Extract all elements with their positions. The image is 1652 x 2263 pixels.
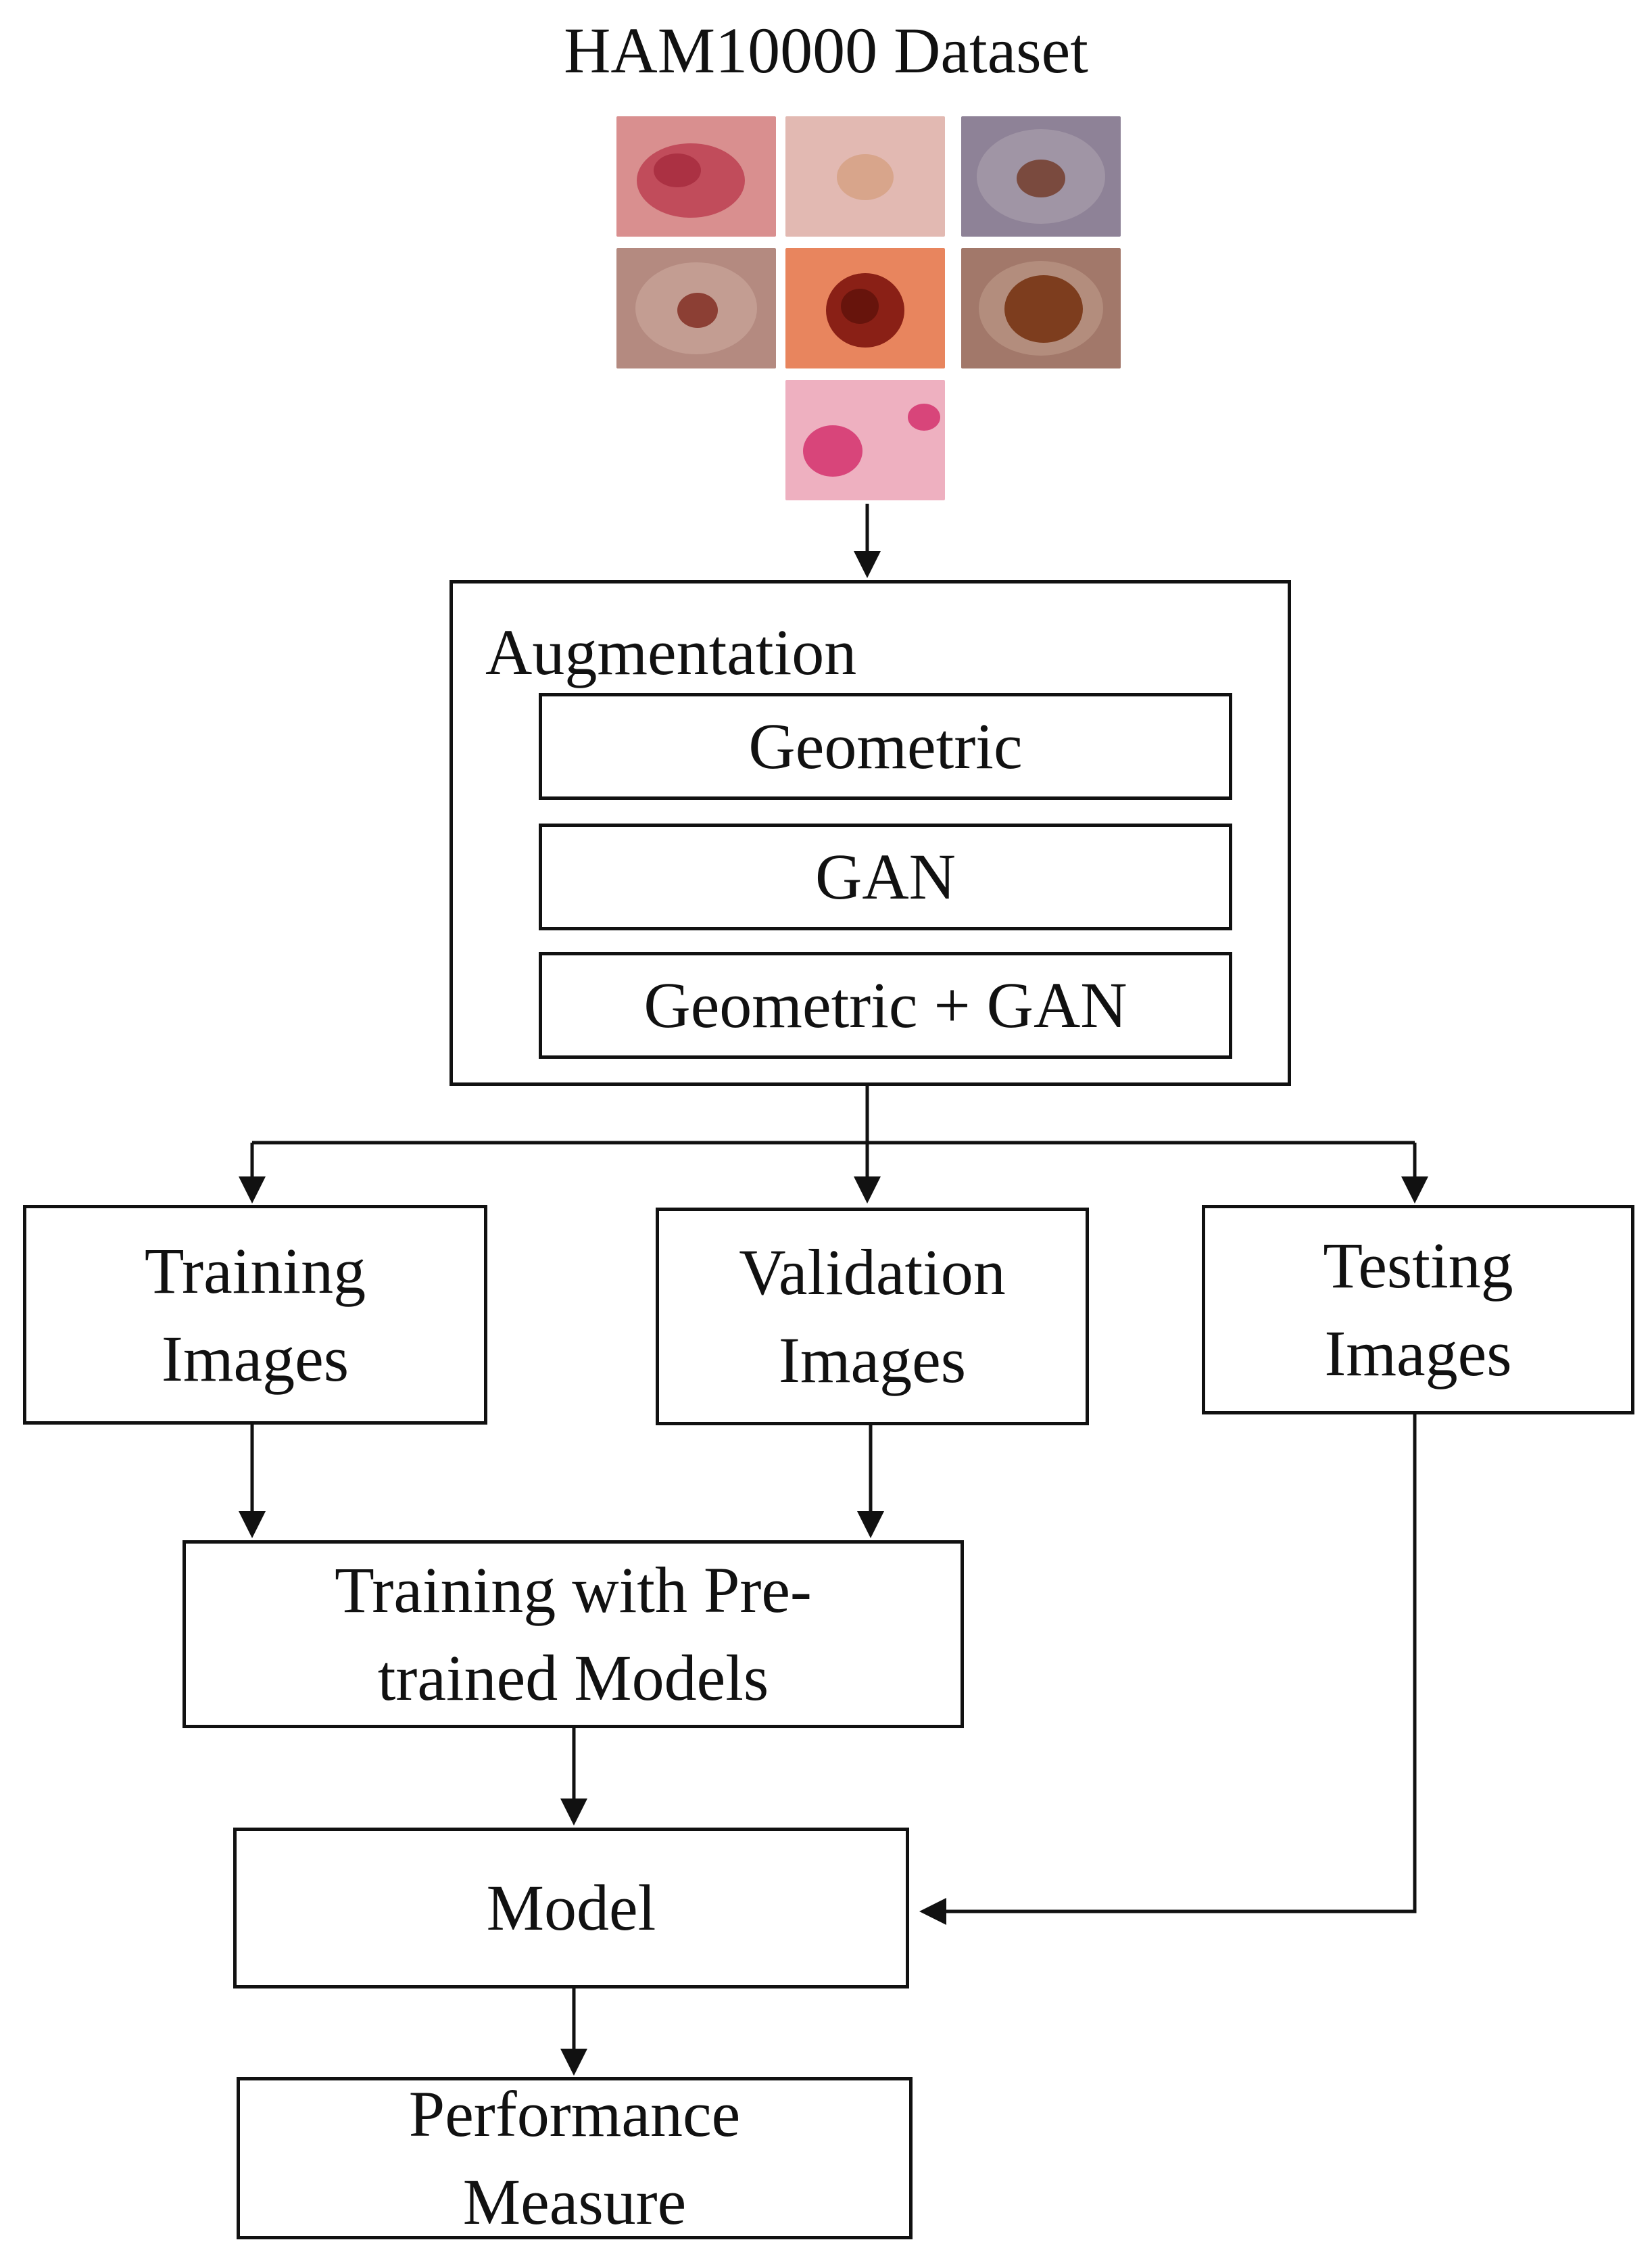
testing-images-label: Testing Images — [1323, 1229, 1513, 1389]
performance-measure-label: Performance Measure — [408, 2078, 741, 2238]
training-images-box: Training Images — [23, 1205, 487, 1425]
training-pretrained-label: Training with Pre- trained Models — [335, 1554, 812, 1714]
sample-image-3 — [961, 116, 1121, 237]
sample-image-1 — [616, 116, 776, 237]
training-pretrained-box: Training with Pre- trained Models — [183, 1540, 964, 1728]
geometric-method-box: Geometric — [539, 693, 1232, 800]
sample-image-5 — [785, 248, 945, 368]
validation-images-box: Validation Images — [656, 1208, 1089, 1425]
validation-images-label: Validation Images — [739, 1236, 1006, 1396]
geometric-gan-method-box: Geometric + GAN — [539, 952, 1232, 1059]
sample-image-4 — [616, 248, 776, 368]
gan-method-label: GAN — [815, 840, 956, 913]
sample-image-2 — [785, 116, 945, 237]
geometric-gan-method-label: Geometric + GAN — [643, 969, 1127, 1041]
dataset-title: HAM10000 Dataset — [564, 14, 1088, 87]
model-label: Model — [486, 1872, 656, 1944]
sample-image-7 — [785, 380, 945, 500]
model-box: Model — [233, 1828, 909, 1988]
augmentation-label: Augmentation — [485, 616, 857, 688]
performance-measure-box: Performance Measure — [237, 2077, 913, 2239]
gan-method-box: GAN — [539, 824, 1232, 930]
testing-images-box: Testing Images — [1202, 1205, 1634, 1414]
sample-image-6 — [961, 248, 1121, 368]
training-images-label: Training Images — [144, 1234, 366, 1395]
geometric-method-label: Geometric — [748, 710, 1023, 782]
